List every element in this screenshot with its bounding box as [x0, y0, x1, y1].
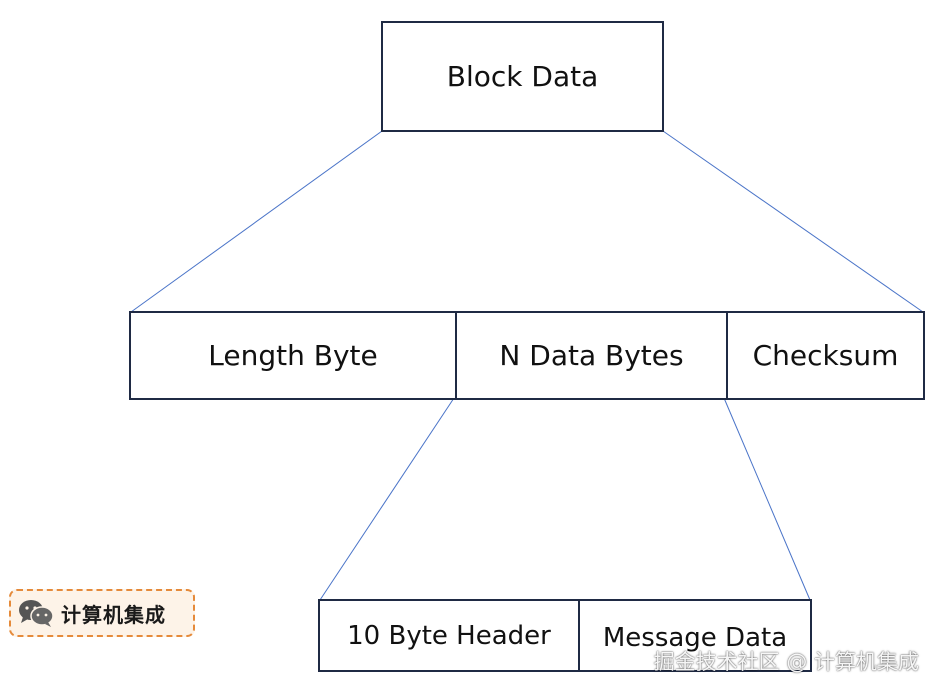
checksum-cell: Checksum: [726, 313, 923, 398]
block-data-box: Block Data: [381, 21, 664, 132]
wechat-icon: [17, 598, 55, 628]
connector-data-left: [319, 397, 455, 601]
block-fields-row: Length Byte N Data Bytes Checksum: [129, 311, 925, 400]
byte-header-label: 10 Byte Header: [347, 620, 551, 651]
connector-root-left: [130, 130, 383, 313]
n-data-bytes-cell: N Data Bytes: [455, 313, 726, 398]
block-data-label: Block Data: [446, 60, 599, 93]
message-data-cell: Message Data: [578, 601, 810, 670]
data-bytes-row: 10 Byte Header Message Data: [318, 599, 812, 672]
checksum-label: Checksum: [752, 339, 899, 372]
n-data-bytes-label: N Data Bytes: [499, 339, 684, 372]
author-badge: 计算机集成: [9, 589, 195, 637]
connector-data-right: [723, 397, 811, 601]
watermark: 掘金技术社区 @ 计算机集成: [653, 650, 919, 674]
length-byte-label: Length Byte: [208, 339, 378, 372]
length-byte-cell: Length Byte: [131, 313, 455, 398]
badge-text: 计算机集成: [61, 602, 166, 627]
byte-header-cell: 10 Byte Header: [320, 601, 578, 670]
connector-root-right: [662, 130, 924, 313]
message-data-label: Message Data: [602, 623, 788, 653]
